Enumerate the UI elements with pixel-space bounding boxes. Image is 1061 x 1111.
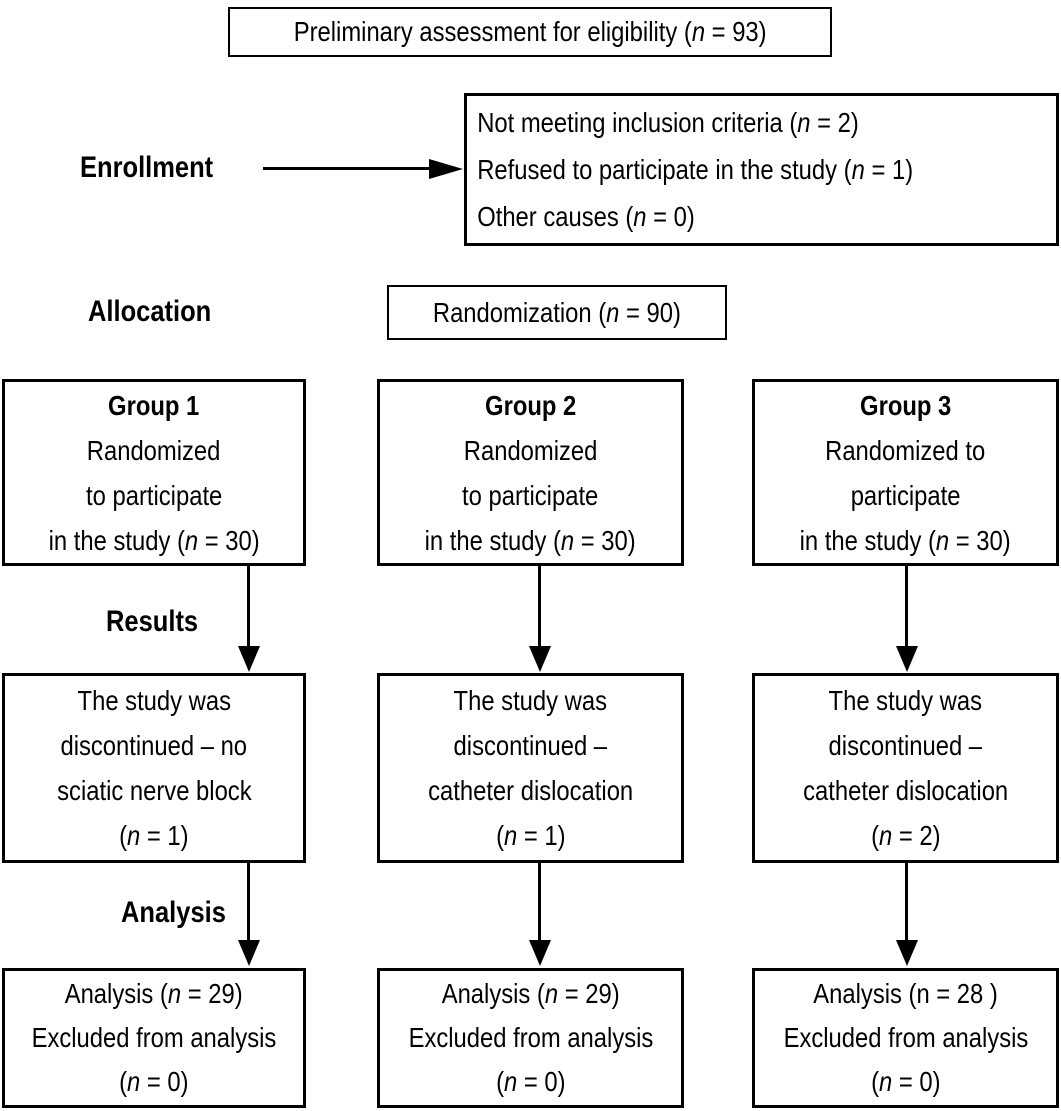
analysis2-line: Analysis (n = 29): [441, 978, 620, 1009]
group2-line: in the study (n = 30): [424, 524, 637, 556]
analysis1-line: Analysis (n = 29): [65, 978, 243, 1009]
exclusion-line: Not meeting inclusion criteria (n = 2): [477, 107, 859, 138]
arrow-line: [538, 863, 541, 941]
results2-line: The study was: [453, 685, 608, 716]
results2-line: (n = 1): [495, 820, 566, 851]
down-arrowhead-icon: [896, 940, 918, 966]
results1-line: discontinued – no: [60, 730, 248, 761]
results-label: Results: [106, 605, 199, 638]
results2-line: catheter dislocation: [427, 775, 634, 806]
eligibility-box: Preliminary assessment for eligibility (…: [228, 7, 832, 57]
down-arrowhead-icon: [238, 646, 260, 672]
arrow-line: [263, 167, 431, 170]
analysis3-line: (n = 0): [870, 1066, 941, 1097]
group1-box: Group 1 Randomized to participate in the…: [2, 379, 306, 566]
analysis3-line: Excluded from analysis: [783, 1022, 1028, 1053]
group3-line: Randomized to: [825, 434, 986, 466]
analysis3-line: Analysis (n = 28 ): [813, 978, 998, 1009]
enrollment-label: Enrollment: [80, 151, 214, 184]
results3-line: catheter dislocation: [802, 775, 1009, 806]
down-arrowhead-icon: [238, 940, 260, 966]
analysis3-box: Analysis (n = 28 ) Excluded from analysi…: [752, 968, 1059, 1108]
randomization-text: Randomization (n = 90): [432, 296, 682, 328]
group3-line: in the study (n = 30): [799, 524, 1012, 556]
group2-box: Group 2 Randomized to participate in the…: [377, 379, 684, 566]
down-arrowhead-icon: [529, 646, 551, 672]
results3-line: discontinued –: [828, 730, 983, 761]
analysis2-line: Excluded from analysis: [408, 1022, 653, 1053]
analysis1-line: (n = 0): [119, 1066, 189, 1097]
group2-line: Randomized: [463, 434, 598, 466]
group1-line: in the study (n = 30): [48, 524, 260, 556]
arrow-line: [905, 566, 908, 648]
arrow-line: [247, 863, 250, 941]
exclusion-line: Refused to participate in the study (n =…: [477, 154, 914, 185]
results1-line: (n = 1): [119, 820, 189, 851]
group1-line: Randomized: [87, 434, 221, 466]
results1-box: The study was discontinued – no sciatic …: [2, 673, 306, 863]
group3-box: Group 3 Randomized to participate in the…: [752, 379, 1059, 566]
arrow-line: [905, 863, 908, 941]
down-arrowhead-icon: [529, 940, 551, 966]
eligibility-text: Preliminary assessment for eligibility (…: [293, 16, 767, 47]
analysis2-box: Analysis (n = 29) Excluded from analysis…: [377, 968, 684, 1108]
results3-line: The study was: [828, 685, 983, 716]
allocation-label: Allocation: [88, 295, 212, 328]
arrow-line: [247, 566, 250, 648]
results1-line: sciatic nerve block: [56, 775, 252, 806]
results1-line: The study was: [77, 685, 231, 716]
group2-title: Group 2: [484, 389, 577, 421]
arrow-line: [538, 566, 541, 648]
exclusion-line: Other causes (n = 0): [477, 201, 695, 232]
analysis-label: Analysis: [121, 896, 226, 929]
analysis2-line: (n = 0): [495, 1066, 566, 1097]
results3-box: The study was discontinued – catheter di…: [752, 673, 1059, 863]
randomization-box: Randomization (n = 90): [387, 285, 727, 340]
right-arrowhead-icon: [429, 159, 463, 179]
group3-line: participate: [850, 479, 961, 511]
group3-title: Group 3: [859, 389, 952, 421]
results2-line: discontinued –: [453, 730, 608, 761]
group1-title: Group 1: [108, 389, 200, 421]
analysis1-line: Excluded from analysis: [31, 1022, 277, 1053]
analysis1-box: Analysis (n = 29) Excluded from analysis…: [2, 968, 306, 1108]
group1-line: to participate: [85, 479, 223, 511]
exclusion-box: Not meeting inclusion criteria (n = 2) R…: [464, 93, 1059, 246]
results2-box: The study was discontinued – catheter di…: [377, 673, 684, 863]
group2-line: to participate: [462, 479, 599, 511]
results3-line: (n = 2): [870, 820, 941, 851]
down-arrowhead-icon: [896, 646, 918, 672]
